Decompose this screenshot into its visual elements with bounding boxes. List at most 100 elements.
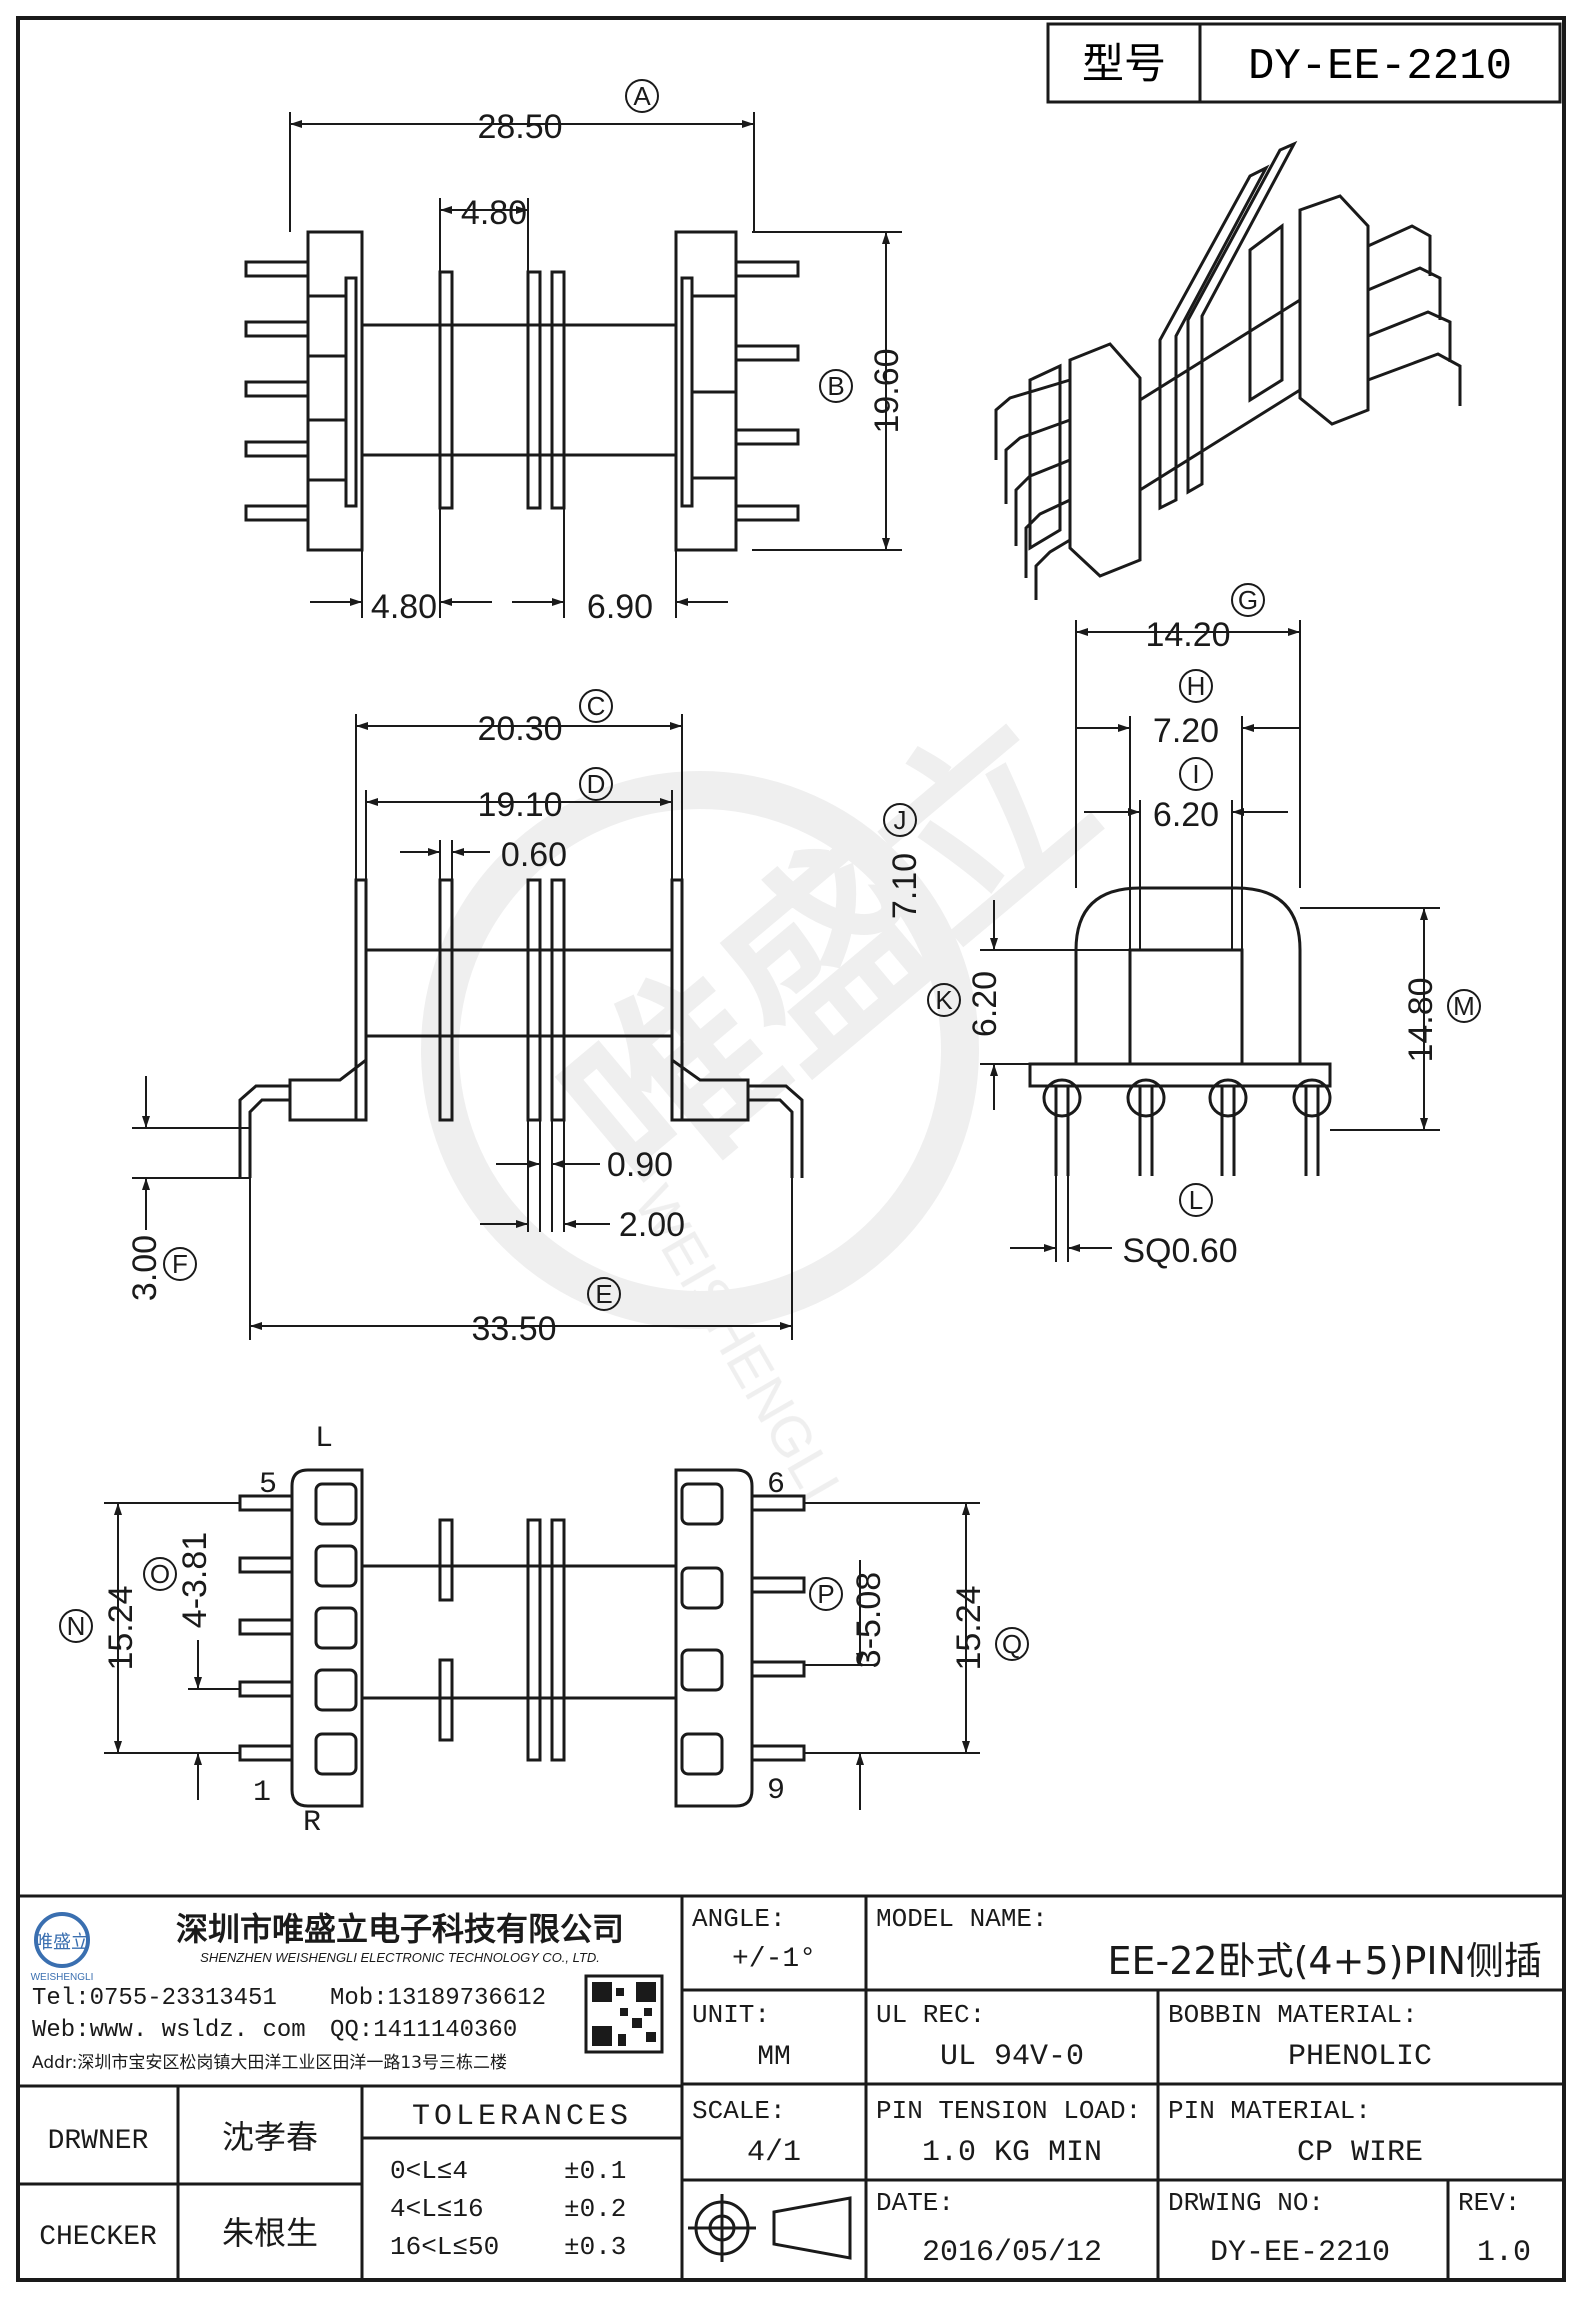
core-window bbox=[1128, 948, 1244, 1066]
tol-value-1: ±0.1 bbox=[564, 2156, 626, 2186]
checker-label: CHECKER bbox=[39, 2222, 157, 2253]
dim-j: 7.10 bbox=[886, 853, 924, 919]
dwg-value: DY-EE-2210 bbox=[1210, 2236, 1390, 2270]
header-box: 型号 DY-EE-2210 bbox=[1046, 22, 1562, 104]
front-inner-flange-3 bbox=[550, 878, 566, 1122]
dim-sq: SQ0.60 bbox=[1122, 1232, 1237, 1270]
svg-text:B: B bbox=[827, 371, 844, 401]
dim-n: 15.24 bbox=[102, 1585, 140, 1670]
tension-label: PIN TENSION LOAD: bbox=[876, 2096, 1141, 2126]
front-inner-flange-1 bbox=[438, 878, 454, 1122]
scale-value: 4/1 bbox=[747, 2136, 801, 2170]
model-label: MODEL NAME: bbox=[876, 1904, 1048, 1934]
front-left-pin bbox=[248, 1098, 290, 1178]
left-flange bbox=[306, 230, 364, 552]
type-value: DY-EE-2210 bbox=[1248, 42, 1512, 92]
front-view bbox=[238, 878, 804, 1178]
top-view-dims bbox=[289, 112, 902, 618]
ref-e: E bbox=[587, 1277, 621, 1311]
ref-n: N bbox=[59, 1609, 93, 1643]
right-pins-top bbox=[692, 260, 800, 522]
svg-text:L: L bbox=[1189, 1185, 1203, 1215]
company-logo: 唯盛立 WEISHENGLI bbox=[31, 1912, 94, 1983]
front-right-pin bbox=[748, 1098, 794, 1178]
ref-i: I bbox=[1179, 757, 1213, 791]
checker-value: 朱根生 bbox=[222, 2214, 318, 2252]
svg-text:G: G bbox=[1238, 585, 1258, 615]
dim-flange: 0.60 bbox=[501, 836, 567, 874]
logo-en: WEISHENGLI bbox=[31, 1972, 94, 1983]
qq: QQ:1411140360 bbox=[330, 2017, 517, 2044]
svg-text:H: H bbox=[1187, 671, 1206, 701]
svg-text:M: M bbox=[1453, 991, 1475, 1021]
inner-flange-1 bbox=[438, 270, 454, 510]
drawer-label: DRWNER bbox=[48, 2126, 149, 2157]
ref-d: D bbox=[579, 767, 613, 801]
ul-label: UL REC: bbox=[876, 2000, 985, 2030]
pin-6: 6 bbox=[767, 1468, 785, 1502]
ref-f: F bbox=[163, 1247, 197, 1281]
svg-text:K: K bbox=[935, 985, 953, 1015]
mob: Mob:13189736612 bbox=[330, 1985, 546, 2012]
rev-label: REV: bbox=[1458, 2188, 1520, 2218]
dim-d: 19.10 bbox=[477, 786, 562, 824]
reference-letters: A B C D E F G H I J K L M N O P Q bbox=[59, 79, 1481, 1661]
top-view bbox=[244, 230, 800, 552]
tol-range-1: 0<L≤4 bbox=[390, 2156, 468, 2186]
right-pad-column bbox=[680, 1482, 724, 1776]
dim-c: 20.30 bbox=[477, 710, 562, 748]
left-pad-column bbox=[314, 1482, 358, 1776]
side-view bbox=[1028, 886, 1332, 1176]
dim-pin-pitch: 2.00 bbox=[619, 1206, 685, 1244]
svg-text:F: F bbox=[172, 1249, 188, 1279]
company-cn: 深圳市唯盛立电子科技有限公司 bbox=[176, 1910, 624, 1948]
qr-code bbox=[584, 1974, 664, 2054]
dim-g: 14.20 bbox=[1145, 616, 1230, 654]
ref-l: L bbox=[1179, 1183, 1213, 1217]
left-pins-top bbox=[244, 260, 346, 522]
tel: Tel:0755-23313451 bbox=[32, 1985, 277, 2012]
drawer-value: 沈孝春 bbox=[222, 2118, 318, 2156]
dim-left-gap: 4.80 bbox=[371, 588, 437, 626]
ul-value: UL 94V-0 bbox=[940, 2040, 1084, 2074]
pin-mat-label: PIN MATERIAL: bbox=[1168, 2096, 1371, 2126]
pin-mat-value: CP WIRE bbox=[1297, 2136, 1423, 2170]
svg-text:J: J bbox=[894, 805, 907, 835]
svg-text:O: O bbox=[150, 1559, 170, 1589]
svg-text:I: I bbox=[1192, 759, 1199, 789]
web: Web:www. wsldz. com bbox=[32, 2017, 306, 2044]
tol-range-2: 4<L≤16 bbox=[390, 2194, 484, 2224]
left-pins-bottom bbox=[238, 1494, 294, 1762]
dim-a: 28.50 bbox=[477, 108, 562, 146]
pin-5: 5 bbox=[259, 1468, 277, 1502]
date-label: DATE: bbox=[876, 2188, 954, 2218]
dim-top-gap: 4.80 bbox=[461, 194, 527, 232]
date-value: 2016/05/12 bbox=[922, 2236, 1102, 2270]
unit-value: MM bbox=[757, 2042, 791, 2073]
ref-m: M bbox=[1447, 989, 1481, 1023]
isometric-view bbox=[994, 140, 1462, 600]
tension-value: 1.0 KG MIN bbox=[922, 2136, 1102, 2170]
pin-view-labels: 15.24 4-3.81 3-5.08 15.24 5 1 6 9 L R bbox=[102, 1422, 988, 1840]
projection-symbol bbox=[688, 2194, 852, 2262]
dim-f: 3.00 bbox=[126, 1235, 164, 1301]
dwg-label: DRWING NO: bbox=[1168, 2188, 1324, 2218]
side-pins bbox=[1042, 1078, 1332, 1176]
svg-text:P: P bbox=[817, 1579, 834, 1609]
side-view-dims bbox=[980, 620, 1440, 1262]
ref-j: J bbox=[883, 803, 917, 837]
unit-label: UNIT: bbox=[692, 2000, 770, 2030]
type-label: 型号 bbox=[1082, 39, 1166, 88]
svg-text:C: C bbox=[587, 691, 606, 721]
ref-o: O bbox=[143, 1557, 177, 1591]
svg-text:D: D bbox=[587, 769, 606, 799]
addr: Addr:深圳市宝安区松岗镇大田洋工业区田洋一路13号三栋二楼 bbox=[32, 2053, 507, 2073]
tol-range-3: 16<L≤50 bbox=[390, 2232, 499, 2262]
ref-b: B bbox=[819, 369, 853, 403]
svg-text:N: N bbox=[67, 1611, 86, 1641]
svg-text:E: E bbox=[595, 1279, 612, 1309]
inner-flange-3 bbox=[550, 270, 566, 510]
svg-text:A: A bbox=[633, 81, 651, 111]
angle-value: +/-1° bbox=[732, 1944, 816, 1975]
